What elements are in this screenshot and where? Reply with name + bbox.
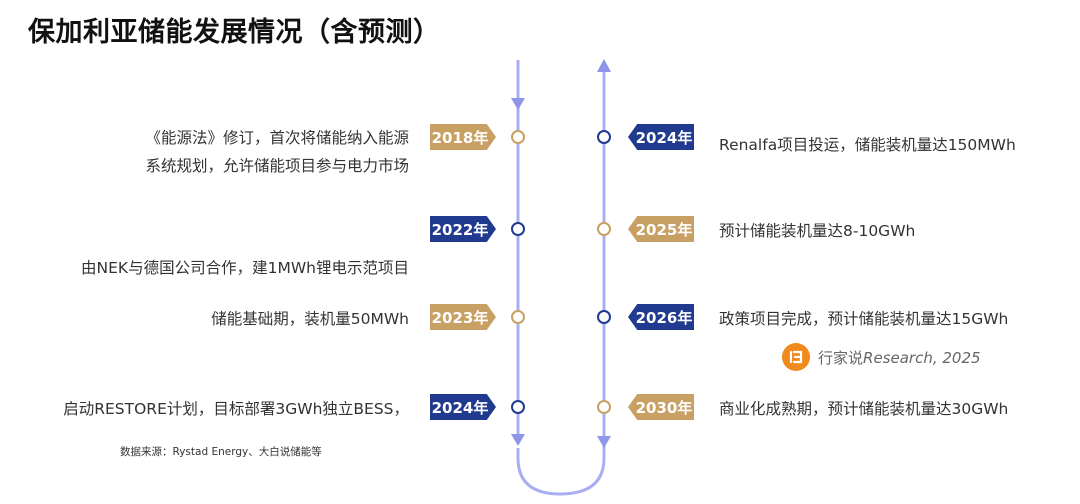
year-badge-2023: 2023年 — [430, 304, 496, 330]
timeline-dot-2030 — [597, 400, 611, 414]
right-top-arrow — [597, 59, 611, 72]
right-event-2030: 商业化成熟期，预计储能装机量达30GWh — [719, 400, 1009, 418]
brand-logo-icon — [782, 343, 810, 371]
year-badge-2026: 2026年 — [628, 304, 694, 330]
watermark: 行家说Research, 2025 — [782, 342, 981, 372]
right-bottom-arrow — [597, 436, 611, 448]
timeline-dot-2024-left — [511, 400, 525, 414]
year-badge-2018: 2018年 — [430, 124, 496, 150]
year-badge-2024-right: 2024年 — [628, 124, 694, 150]
year-badge-2022: 2022年 — [430, 216, 496, 242]
left-bottom-arrow — [511, 434, 525, 446]
left-event-2024: 启动RESTORE计划，目标部署3GWh独立BESS， — [63, 400, 409, 418]
left-top-arrow — [511, 98, 525, 110]
timeline-dot-2026 — [597, 310, 611, 324]
data-source-note: 数据来源：Rystad Energy、大白说储能等 — [120, 446, 322, 458]
watermark-text: 行家说Research, 2025 — [818, 348, 981, 367]
page-title: 保加利亚储能发展情况（含预测） — [28, 17, 441, 48]
left-event-2023: 储能基础期，装机量50MWh — [211, 310, 409, 328]
u-turn-curve — [516, 448, 606, 496]
left-event-2018: 《能源法》修订，首次将储能纳入能源 系统规划，允许储能项目参与电力市场 — [145, 129, 409, 175]
timeline-dot-2025 — [597, 222, 611, 236]
right-event-2025: 预计储能装机量达8-10GWh — [719, 222, 916, 240]
year-badge-2025: 2025年 — [628, 216, 694, 242]
timeline-dot-2022 — [511, 222, 525, 236]
right-event-2024: Renalfa项目投运，储能装机量达150MWh — [719, 136, 1016, 154]
year-badge-2030: 2030年 — [628, 394, 694, 420]
year-badge-2024-left: 2024年 — [430, 394, 496, 420]
timeline-dot-2023 — [511, 310, 525, 324]
timeline-dot-2024-right — [597, 130, 611, 144]
left-event-2022: 由NEK与德国公司合作，建1MWh锂电示范项目 — [81, 259, 409, 277]
timeline-dot-2018 — [511, 130, 525, 144]
right-event-2026: 政策项目完成，预计储能装机量达15GWh — [719, 310, 1009, 328]
